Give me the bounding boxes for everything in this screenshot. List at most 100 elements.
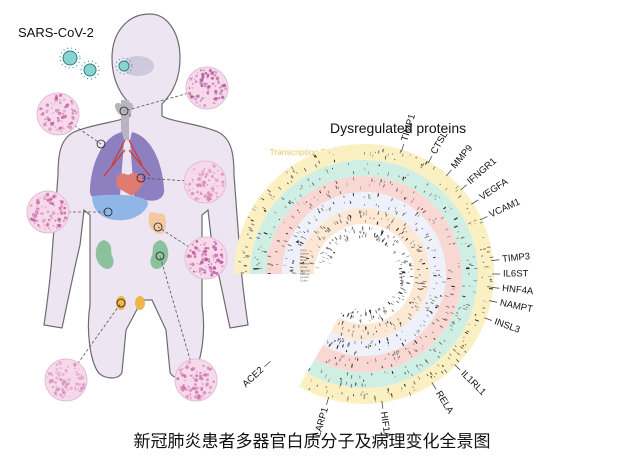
heatmap-cell	[432, 256, 436, 259]
heatmap-cell	[425, 307, 429, 310]
gene-label-vcam1: VCAM1	[488, 196, 522, 220]
gene-connector	[484, 317, 492, 321]
heatmap-cell	[392, 152, 394, 156]
heatmap-cell	[415, 228, 419, 232]
heatmap-cell	[399, 298, 401, 300]
heatmap-cell	[482, 248, 486, 250]
heatmap-cell	[450, 207, 453, 210]
heatmap-cell	[453, 225, 457, 228]
trachea	[121, 100, 129, 140]
heatmap-cell	[400, 281, 404, 283]
gene-label-ace2: ACE2	[240, 365, 266, 390]
heatmap-cell	[404, 372, 406, 375]
heatmap-cell	[447, 356, 451, 360]
heatmap-cell	[309, 206, 312, 209]
heatmap-cell	[327, 254, 330, 257]
heatmap-cell	[467, 245, 470, 248]
heatmap-cell	[453, 225, 458, 229]
heatmap-cell	[445, 229, 447, 231]
heatmap-cell	[466, 330, 470, 333]
heatmap-cell	[395, 211, 399, 215]
heatmap-cell	[468, 212, 471, 214]
heatmap-cell	[455, 189, 459, 192]
virus-icon	[115, 57, 133, 75]
heatmap-cell	[457, 317, 462, 320]
heatmap-cell	[450, 324, 453, 326]
heatmap-cell	[396, 259, 401, 262]
heatmap-cell	[428, 238, 433, 242]
heatmap-cells	[238, 148, 494, 402]
heatmap-cell	[444, 295, 449, 297]
heatmap-cell	[473, 219, 477, 222]
heatmap-cell	[456, 312, 459, 314]
heatmap-cell	[297, 239, 300, 241]
heatmap-cell	[392, 243, 395, 246]
heatmap-cell	[335, 240, 338, 242]
heatmap-cell	[438, 341, 443, 345]
heatmap-cell	[411, 355, 413, 357]
heatmap-cell	[474, 324, 477, 326]
heatmap-cell	[385, 322, 387, 325]
heatmap-cell	[417, 367, 421, 371]
heatmap-cell	[430, 375, 433, 379]
heatmap-cell	[378, 340, 381, 344]
heatmap-cell	[335, 185, 338, 190]
circular-heatmap: Dysregulated proteins Transcription Fact…	[234, 113, 534, 440]
heatmap-cell	[409, 301, 412, 304]
heatmap-cell	[463, 336, 465, 339]
heatmap-cell	[392, 322, 395, 326]
heatmap-cell	[337, 337, 340, 342]
heatmap-cell	[344, 228, 347, 233]
heatmap-cell	[322, 226, 326, 230]
heatmap-cell	[407, 316, 412, 321]
heatmap-cell	[402, 298, 405, 301]
heatmap-cell	[418, 297, 421, 299]
heatmap-cell	[317, 230, 320, 233]
heatmap-cell	[429, 371, 433, 375]
heatmap-cell	[333, 159, 336, 163]
organ-axis-label: Liver	[300, 255, 307, 259]
heatmap-cell	[452, 348, 457, 352]
heatmap-cell	[416, 306, 419, 309]
heatmap-cell	[402, 295, 405, 297]
heatmap-cell	[407, 369, 410, 374]
sample-marker-spleen	[153, 222, 163, 232]
heatmap-cell	[339, 191, 342, 195]
heatmap-cell	[427, 235, 430, 237]
heatmap-cell	[285, 232, 288, 235]
heatmap-cell	[417, 214, 420, 217]
heatmap-cell	[353, 324, 355, 328]
heatmap-cell	[448, 206, 450, 208]
connector-line	[157, 226, 207, 259]
heatmap-cell	[391, 371, 394, 374]
heatmap-cell	[387, 301, 391, 305]
heatmap-cell	[455, 185, 459, 189]
heatmap-cell	[285, 171, 288, 174]
heatmap-cell	[332, 201, 335, 205]
gene-connector	[431, 382, 437, 390]
heatmap-cell	[308, 387, 311, 391]
heatmap-cell	[404, 339, 407, 342]
heatmap-cell	[299, 194, 302, 198]
heatmap-cell	[341, 320, 344, 323]
heatmap-cell	[337, 186, 340, 189]
heatmap-cell	[472, 291, 477, 293]
heatmap-cell	[310, 378, 313, 382]
heatmap-cell	[405, 196, 408, 201]
heatmap-cell	[487, 246, 491, 249]
heatmap-cell	[402, 212, 405, 217]
heatmap-cell	[430, 301, 432, 304]
heatmap-cell	[393, 351, 396, 355]
heatmap-cell	[346, 314, 349, 317]
heatmap-cell	[326, 209, 328, 211]
heatmap-cell	[384, 211, 387, 216]
heatmap-cell	[435, 304, 440, 308]
heatmap-cell	[383, 237, 386, 241]
heatmap-cell	[317, 208, 320, 211]
heatmap-cell	[459, 345, 464, 350]
heatmap-cell	[284, 205, 288, 209]
heatmap-cell	[397, 293, 399, 294]
heatmap-cell	[259, 198, 262, 200]
heatmap-cell	[320, 368, 323, 372]
heatmap-cell	[282, 221, 286, 224]
